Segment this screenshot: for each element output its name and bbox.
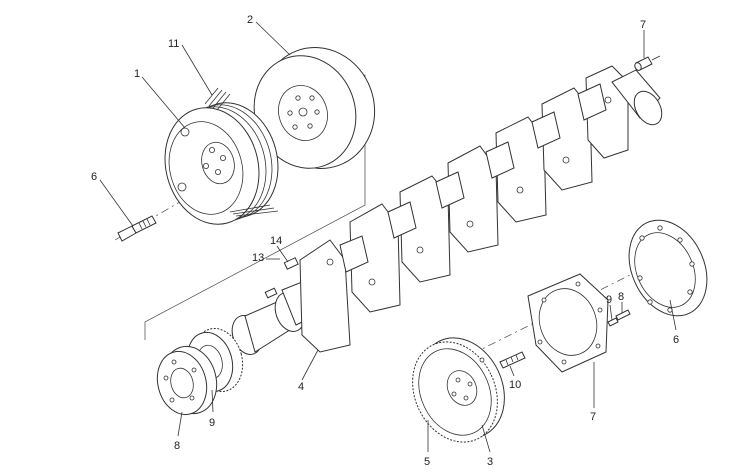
crank-pulley [164,87,279,225]
leader-6-bolt [99,179,134,227]
flange-pin [607,317,619,327]
callout-9-gear: 9 [209,417,215,429]
callout-6-bolt: 6 [91,171,97,183]
leader-11 [181,44,213,96]
callout-14: 14 [270,235,282,247]
callout-11: 11 [168,38,179,50]
callout-7-pin: 7 [640,19,646,31]
callout-1: 1 [134,68,140,80]
leader-2 [255,21,291,56]
leader-3 [481,424,491,453]
callout-8-bolt: 8 [618,291,624,303]
pulley-bolt [117,215,157,242]
leader-8-ring [177,411,183,437]
leader-6-flange [669,299,677,331]
callout-8-ring: 8 [174,440,180,452]
flywheel [412,337,505,443]
callout-5: 5 [424,456,430,468]
callout-2: 2 [247,14,253,26]
callout-9-pin: 9 [606,294,612,306]
damper-disc [253,47,376,169]
rear-flange [628,219,708,317]
callout-13: 13 [252,252,264,264]
flange-bolt [615,309,631,321]
leader-10 [509,365,515,377]
front-ring [156,345,218,416]
leader-1 [141,76,186,129]
callout-3: 3 [487,456,493,468]
leader-9-gear [211,389,214,413]
tail-dowel-pin [634,55,661,71]
leader-14 [276,245,289,263]
adapter-plate [527,273,609,373]
callout-10: 10 [509,379,521,391]
leader-4 [301,349,319,381]
crankshaft [231,65,663,355]
flywheel-bolt [499,351,526,369]
callout-4: 4 [298,381,304,393]
callout-7-plate: 7 [590,411,596,423]
leader-9-pin [609,304,613,321]
callout-6-flange: 6 [673,334,679,346]
